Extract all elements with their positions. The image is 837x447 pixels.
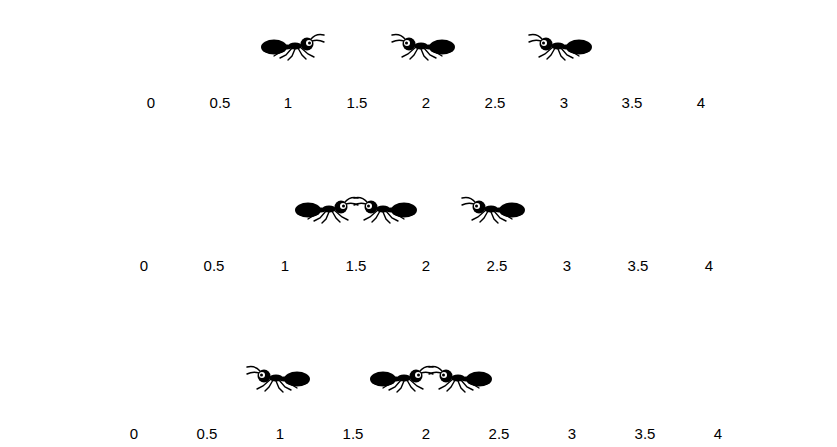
axis-number: 0.5 bbox=[204, 257, 225, 275]
ant bbox=[295, 198, 358, 224]
axis-number: 0 bbox=[140, 257, 148, 275]
axis-number: 0.5 bbox=[197, 425, 218, 443]
axis-number: 2 bbox=[422, 257, 430, 275]
ant bbox=[392, 35, 455, 61]
ant bbox=[462, 198, 525, 224]
axis-number: 1.5 bbox=[346, 257, 367, 275]
axis-number: 3 bbox=[563, 257, 571, 275]
axis-number: 1 bbox=[276, 425, 284, 443]
axis-number: 1.5 bbox=[343, 425, 364, 443]
axis-number: 4 bbox=[714, 425, 722, 443]
ant bbox=[370, 367, 433, 393]
axis-number: 3 bbox=[560, 94, 568, 112]
axis-number: 0 bbox=[147, 94, 155, 112]
axis-number: 1.5 bbox=[347, 94, 368, 112]
axis-number: 2 bbox=[422, 425, 430, 443]
axis-number: 3.5 bbox=[635, 425, 656, 443]
axis-number: 2.5 bbox=[485, 94, 506, 112]
ant bbox=[529, 35, 592, 61]
axis-number: 2.5 bbox=[487, 257, 508, 275]
ant bbox=[261, 35, 324, 61]
ant bbox=[429, 367, 492, 393]
axis-number: 3.5 bbox=[622, 94, 643, 112]
axis-number: 0.5 bbox=[210, 94, 231, 112]
ant bbox=[354, 198, 417, 224]
axis-number: 3.5 bbox=[628, 257, 649, 275]
axis-number: 3 bbox=[568, 425, 576, 443]
axis-number: 1 bbox=[284, 94, 292, 112]
axis-number: 2 bbox=[422, 94, 430, 112]
ant bbox=[247, 367, 310, 393]
axis-number: 4 bbox=[705, 257, 713, 275]
axis-number: 0 bbox=[130, 425, 138, 443]
axis-number: 4 bbox=[697, 94, 705, 112]
axis-number: 1 bbox=[281, 257, 289, 275]
axis-number: 2.5 bbox=[489, 425, 510, 443]
